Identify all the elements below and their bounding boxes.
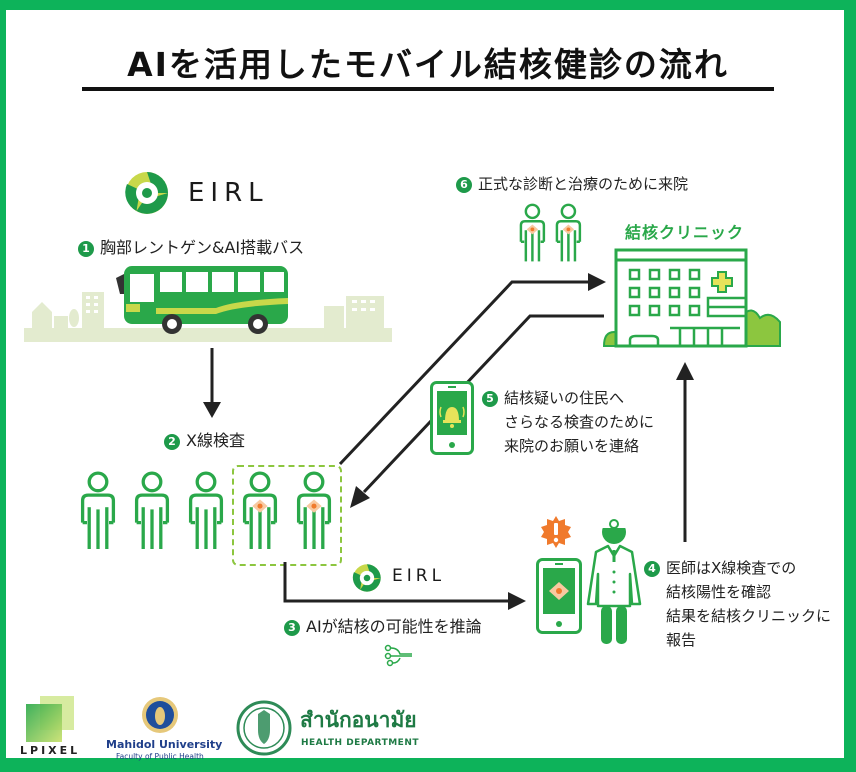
mahidol-faculty: Faculty of Public Health (116, 752, 204, 761)
arrow-from-clinic (362, 314, 604, 494)
title-underline (82, 87, 774, 91)
arrow-down-icon (203, 348, 221, 418)
people-row (80, 471, 332, 550)
eirl-brand-top: EIRL (188, 178, 269, 208)
person-icon (134, 471, 170, 550)
step-4-label: 4 医師はX線検査での 結核陽性を確認 結果を結核クリニックに 報告 (644, 556, 831, 652)
exclamation-badge-icon (541, 516, 571, 548)
arrow-to-doctor-head (508, 592, 526, 610)
step-4-line-3: 結果を結核クリニックに (666, 607, 832, 625)
step-5-label: 5 結核疑いの住民へ さらなる検査のために 来院のお願いを連絡 (482, 386, 654, 458)
mahidol-seal-icon (142, 697, 178, 733)
doctor-icon (586, 519, 642, 644)
step-6-text: 正式な診断と治療のために来院 (478, 175, 689, 193)
step-2-text: X線検査 (186, 431, 245, 450)
mahidol-name: Mahidol University (106, 738, 223, 751)
step-1-label: 1 胸部レントゲン&AI搭載バス (78, 236, 304, 260)
health-department-seal-icon (236, 700, 292, 756)
step-6-label: 6 正式な診断と治療のために来院 (456, 172, 688, 196)
step-3-number: 3 (284, 620, 300, 636)
person-flagged-icon (242, 471, 278, 550)
step-1-number: 1 (78, 241, 94, 257)
health-dept-thai: สำนักอนามัย (300, 708, 417, 732)
arrow-to-clinic-head (588, 273, 606, 291)
person-flagged-icon (519, 203, 546, 262)
step-3-label: 3 AIが結核の可能性を推論 (284, 615, 482, 639)
step-5-line-1: 結核疑いの住民へ (504, 389, 625, 407)
step-5-line-2: さらなる検査のために (504, 413, 655, 431)
step-4-line-2: 結核陽性を確認 (666, 583, 772, 601)
arrow-up-head (676, 362, 694, 380)
infographic-canvas (6, 10, 844, 758)
step-3-text: AIが結核の可能性を推論 (306, 617, 482, 636)
bus-icon (116, 266, 288, 334)
circuit-icon (384, 644, 412, 667)
person-icon (188, 471, 224, 550)
phone-xray-icon (536, 558, 582, 634)
patients-to-clinic (519, 203, 582, 262)
step-1-text: 胸部レントゲン&AI搭載バス (100, 238, 305, 257)
clinic-label: 結核クリニック (625, 223, 745, 242)
step-5-number: 5 (482, 391, 498, 407)
arrow-to-doctor (283, 562, 510, 603)
step-5-line-3: 来院のお願いを連絡 (504, 437, 640, 455)
step-4-number: 4 (644, 561, 660, 577)
step-2-label: 2 X線検査 (164, 429, 245, 453)
arrow-from-clinic-head (350, 486, 370, 508)
clinic-building-icon (602, 248, 781, 348)
city-skyline-icon (24, 292, 392, 342)
page-title: AIを活用したモバイル結核健診の流れ (127, 45, 729, 84)
step-4-line-4: 報告 (666, 631, 697, 649)
lpixel-logo-icon (26, 696, 74, 742)
person-flagged-icon (296, 471, 332, 550)
step-6-number: 6 (456, 177, 472, 193)
health-dept-en: HEALTH DEPARTMENT (301, 738, 419, 748)
lpixel-wordmark: LPIXEL (20, 744, 81, 757)
flagged-group-dashed-box (232, 465, 342, 566)
person-flagged-icon (555, 203, 582, 262)
step-4-line-1: 医師はX線検査での (666, 559, 797, 577)
phone-bell-icon (430, 381, 474, 455)
person-icon (80, 471, 116, 550)
eirl-logo-icon (125, 172, 168, 214)
step-2-number: 2 (164, 434, 180, 450)
eirl-brand-ai: EIRL (392, 566, 446, 586)
arrow-to-clinic (338, 280, 588, 466)
eirl-logo-small-icon (352, 564, 381, 592)
